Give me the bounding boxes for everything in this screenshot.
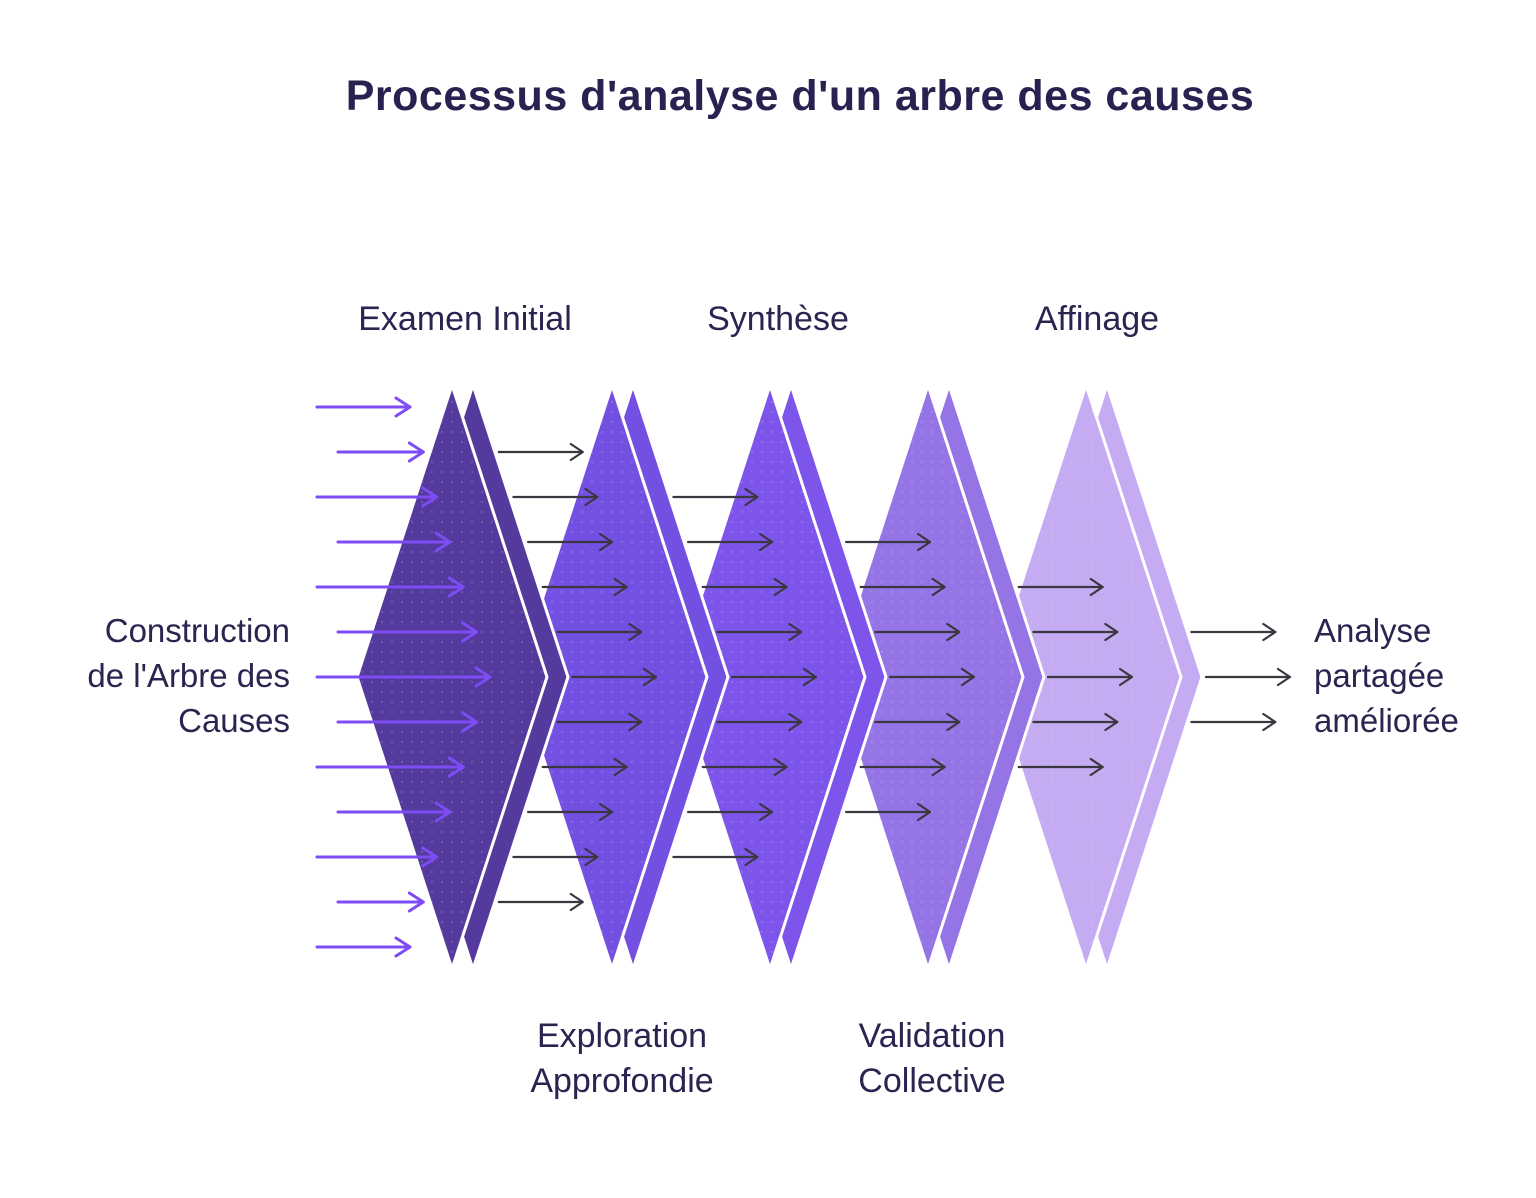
arrow <box>859 757 946 777</box>
arrow <box>1204 667 1292 687</box>
arrow <box>1017 757 1104 777</box>
arrow <box>541 757 628 777</box>
gap-arrows-2 <box>672 487 818 867</box>
arrow <box>730 667 818 687</box>
arrow <box>497 442 584 462</box>
diagram-title: Processus d'analyse d'un arbre des cause… <box>345 72 1255 120</box>
stage-label-exploration-approfondie: Exploration Approfondie <box>530 1017 714 1100</box>
arrow <box>336 711 479 733</box>
arrow <box>1190 712 1277 732</box>
arrow <box>556 712 643 732</box>
arrow <box>336 621 479 643</box>
stage-label-examen-initial: Examen Initial <box>358 300 572 338</box>
arrow <box>844 802 932 822</box>
arrow <box>1017 577 1104 597</box>
arrow <box>315 936 412 958</box>
arrow <box>672 487 759 507</box>
arrow <box>512 847 599 867</box>
arrow <box>888 667 976 687</box>
arrow <box>336 801 452 823</box>
arrow <box>315 486 439 508</box>
arrow <box>315 756 465 778</box>
stage-label-synthese: Synthèse <box>707 300 849 338</box>
arrow <box>497 892 584 912</box>
arrow <box>336 891 425 913</box>
arrow <box>672 847 759 867</box>
arrow <box>512 487 599 507</box>
arrow <box>716 622 803 642</box>
arrow <box>716 712 803 732</box>
arrow <box>570 667 658 687</box>
entry-arrows <box>315 396 492 958</box>
arrow <box>336 441 425 463</box>
arrow <box>336 531 452 553</box>
arrow <box>526 802 614 822</box>
arrow <box>686 532 774 552</box>
arrow <box>1046 667 1134 687</box>
arrow <box>556 622 643 642</box>
stage-label-affinage: Affinage <box>1034 300 1160 338</box>
arrow <box>315 846 439 868</box>
stage-label-validation-collective: Validation Collective <box>858 1017 1006 1100</box>
gap-arrows-1 <box>497 442 658 912</box>
arrow <box>874 622 961 642</box>
gap-arrows-4 <box>1017 577 1134 777</box>
arrow <box>701 757 788 777</box>
arrow <box>859 577 946 597</box>
arrow <box>1032 622 1119 642</box>
gap-arrows-3 <box>844 532 976 822</box>
output-label: Analyse partagée améliorée <box>1314 612 1459 739</box>
arrow <box>1032 712 1119 732</box>
arrow <box>1190 622 1277 642</box>
arrow <box>315 666 492 688</box>
arrow <box>526 532 614 552</box>
arrow <box>315 576 465 598</box>
arrow <box>686 802 774 822</box>
arrow <box>874 712 961 732</box>
arrow <box>844 532 932 552</box>
input-label: Construction de l'Arbre des Causes <box>87 612 290 739</box>
arrow <box>541 577 628 597</box>
exit-arrows <box>1190 622 1292 732</box>
arrow <box>315 396 412 418</box>
arrow <box>701 577 788 597</box>
